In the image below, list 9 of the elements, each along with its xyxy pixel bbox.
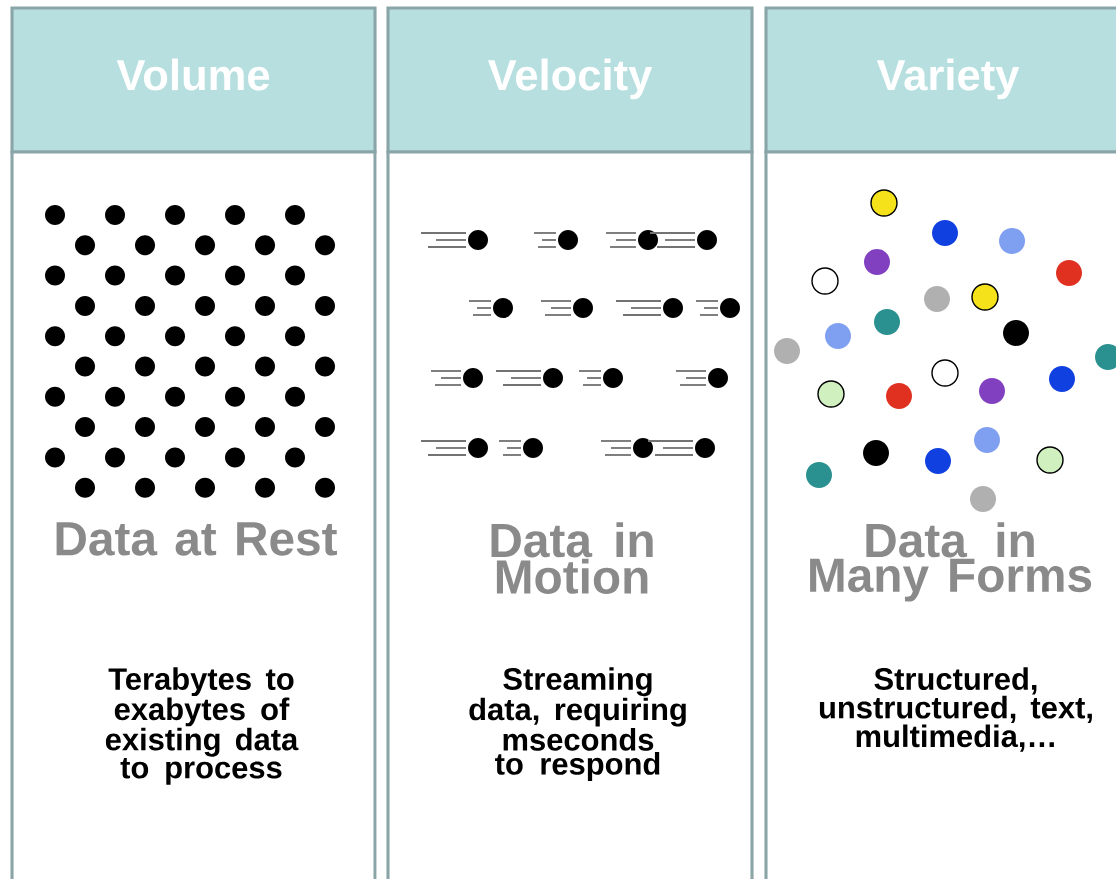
- description: Terabytes to exabytes of existing data to process: [105, 667, 299, 785]
- panel-heading: Data in Motion: [491, 522, 653, 594]
- description: Streaming data, requiring mseconds to respond: [469, 667, 686, 781]
- column-header: Velocity: [386, 6, 754, 154]
- column-header: Variety: [764, 6, 1116, 154]
- panel-heading: Data in Many Forms: [810, 522, 1092, 602]
- column-header: Volume: [10, 6, 377, 154]
- panel-heading: Data at Rest: [56, 522, 337, 556]
- description: Structured, unstructured, text, multimedia,…: [819, 667, 1092, 752]
